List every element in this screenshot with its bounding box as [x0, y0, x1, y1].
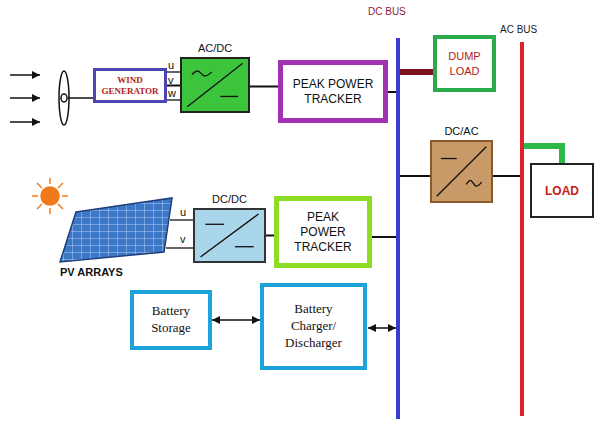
- wind-turbine: [10, 71, 93, 125]
- signal-name: v: [180, 233, 186, 245]
- converter-box: AC/DC: [180, 57, 250, 113]
- signal-name: u: [168, 59, 174, 71]
- bus-wire: [400, 175, 430, 177]
- pv-panel: [60, 198, 172, 262]
- bus-wire: [493, 175, 520, 177]
- bus-label: DC BUS: [368, 6, 406, 17]
- box-label: WIND GENERATOR: [101, 75, 159, 96]
- process-box: Battery Charger/ Discharger: [260, 283, 367, 370]
- box-label: Battery Charger/ Discharger: [274, 301, 354, 352]
- load-box: LOAD: [530, 163, 594, 218]
- charger-wire: [368, 327, 396, 329]
- converter-symbol: [182, 59, 248, 111]
- connector: [266, 235, 274, 237]
- process-box: PEAK POWER TRACKER: [274, 196, 372, 268]
- ac-bus: [520, 42, 524, 416]
- dc-bus: [396, 38, 400, 419]
- sun-icon: [32, 178, 68, 214]
- converter-name: DC/DC: [212, 193, 247, 205]
- connector: [250, 86, 278, 88]
- converter-symbol: [195, 210, 264, 261]
- signal-name: w: [168, 87, 176, 99]
- generator-box: WIND GENERATOR: [93, 68, 167, 103]
- converter-name: DC/AC: [444, 125, 478, 137]
- box-label: DUMP LOAD: [442, 49, 487, 78]
- process-box: DUMP LOAD: [433, 35, 496, 92]
- part-name: PV ARRAYS: [60, 266, 123, 278]
- box-label: PEAK POWER TRACKER: [292, 210, 354, 255]
- pv-wires: [166, 220, 193, 248]
- converter-name: AC/DC: [198, 42, 232, 54]
- connector: [212, 319, 260, 321]
- signal-name: v: [168, 74, 174, 86]
- box-label: LOAD: [545, 184, 579, 198]
- box-label: Battery Storage: [142, 303, 200, 337]
- bus-wire: [372, 236, 396, 238]
- storage-box: Battery Storage: [130, 290, 212, 350]
- box-label: PEAK POWER TRACKER: [288, 77, 378, 107]
- process-box: PEAK POWER TRACKER: [278, 60, 388, 123]
- converter-symbol: [432, 142, 491, 201]
- converter-box: DC/AC: [430, 140, 493, 203]
- converter-box: DC/DC: [193, 208, 266, 263]
- load-wire: [524, 146, 562, 163]
- dump-wire: [400, 69, 433, 75]
- bus-label: AC BUS: [500, 24, 537, 35]
- signal-name: u: [180, 206, 186, 218]
